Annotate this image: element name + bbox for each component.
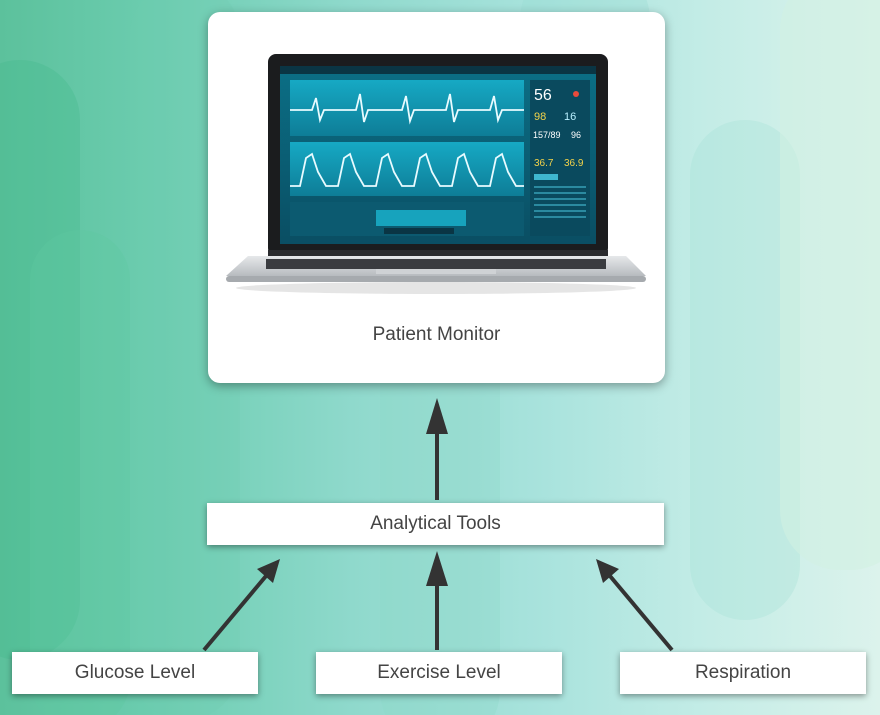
temperature-1-readout: 36.7 bbox=[534, 158, 554, 169]
heart-rate-readout: 56 bbox=[534, 87, 552, 104]
spo2-readout: 98 bbox=[534, 111, 546, 123]
analytical-tools-box: Analytical Tools bbox=[207, 503, 664, 545]
bg-stripe bbox=[690, 120, 800, 620]
respiration-box: Respiration bbox=[620, 652, 866, 694]
patient-monitor-caption: Patient Monitor bbox=[372, 324, 501, 345]
exercise-level-box: Exercise Level bbox=[316, 652, 562, 694]
bp-mean-readout: 96 bbox=[571, 130, 581, 140]
arrowhead-respiration-to-tools bbox=[596, 559, 619, 583]
blood-pressure-readout: 157/89 bbox=[533, 130, 561, 140]
resp-rate-readout: 16 bbox=[564, 111, 576, 123]
arrowhead-tools-to-monitor bbox=[426, 398, 448, 434]
patient-monitor-card: 56 98 16 157/89 96 36.7 36.9 Patient Mon… bbox=[208, 12, 665, 383]
temperature-2-readout: 36.9 bbox=[564, 158, 584, 169]
bg-stripe bbox=[0, 60, 80, 660]
bg-stripe bbox=[780, 0, 880, 570]
arrowhead-glucose-to-tools bbox=[257, 559, 280, 583]
laptop-monitor-illustration: 56 98 16 157/89 96 36.7 36.9 bbox=[226, 54, 646, 294]
arrow-glucose-to-tools bbox=[202, 574, 268, 652]
bg-stripe bbox=[30, 230, 130, 715]
arrow-respiration-to-tools bbox=[608, 574, 674, 652]
arrowhead-exercise-to-tools bbox=[426, 551, 448, 586]
glucose-level-box: Glucose Level bbox=[12, 652, 258, 694]
